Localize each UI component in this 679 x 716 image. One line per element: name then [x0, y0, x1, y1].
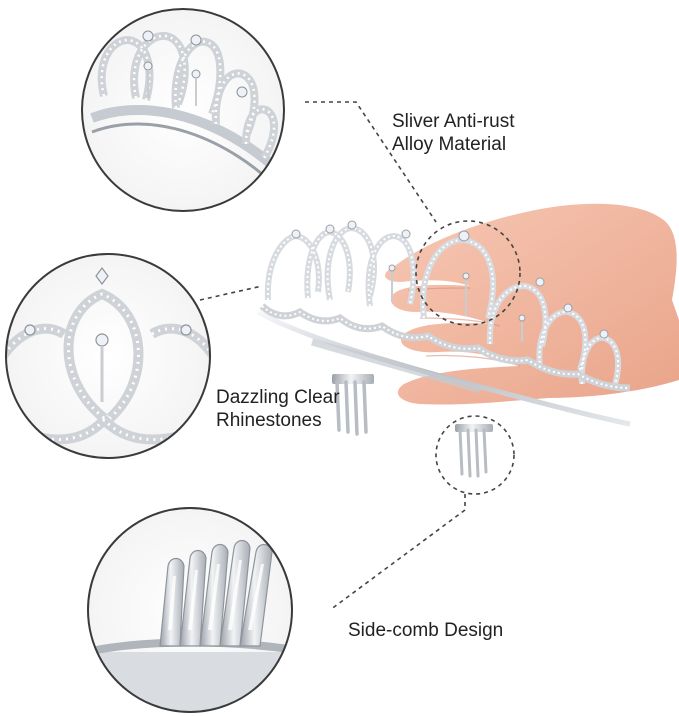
leader-lines [199, 101, 466, 611]
feature-rhinestones-line2: Rhinestones [216, 410, 322, 431]
feature-label-comb: Side-comb Design [348, 619, 503, 642]
feature-label-rhinestones: Dazzling Clear Rhinestones [216, 386, 340, 432]
tiara-illustration [256, 220, 631, 436]
rhinestone-callout-circle [415, 220, 521, 326]
feature-alloy-line2: Alloy Material [392, 134, 507, 155]
detail-circle-top [81, 8, 285, 212]
feature-label-alloy: Sliver Anti-rust Alloy Material [392, 110, 514, 156]
detail-circle-comb [87, 507, 293, 713]
callout-circles [415, 220, 521, 495]
detail-circle-rhinestones [5, 253, 211, 459]
feature-rhinestones-line1: Dazzling Clear [216, 387, 340, 408]
feature-comb-line1: Side-comb Design [348, 620, 504, 641]
comb-callout-detail [455, 424, 493, 478]
feature-alloy-line1: Sliver Anti-rust [392, 111, 515, 132]
tiara-comb-left [332, 374, 374, 436]
comb-callout-circle [435, 415, 515, 495]
